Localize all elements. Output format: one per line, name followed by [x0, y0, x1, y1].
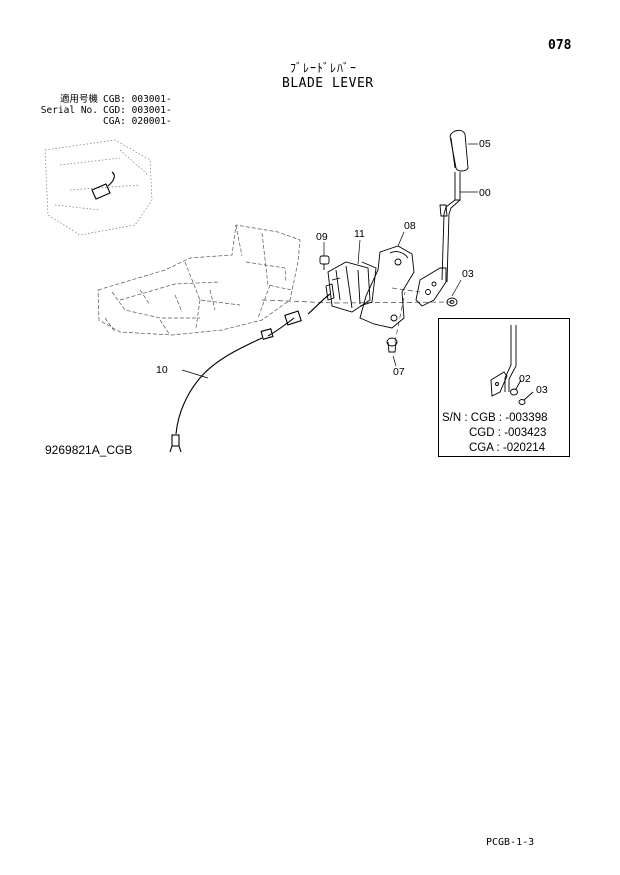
serial-inset-box [438, 318, 570, 457]
callout-05: 05 [479, 138, 491, 150]
inset-callout-03: 03 [536, 384, 548, 396]
callout-09: 09 [316, 231, 328, 243]
lever-bracket [415, 267, 447, 307]
callout-11: 11 [354, 228, 365, 240]
bolt-03 [446, 297, 458, 307]
wire-harness [169, 293, 331, 453]
inset-lever-drawing [490, 325, 534, 405]
callout-00: 00 [479, 187, 491, 199]
inset-serial: : -020214 [496, 442, 546, 454]
inset-model: CGD [469, 427, 495, 439]
serial-applicability-block: 適用号機 CGB: 003001- Serial No. CGD: 003001… [18, 94, 172, 127]
page-footer-code: PCGB-1-3 [486, 837, 535, 848]
page-number: 078 [548, 38, 572, 53]
alignment-lines [261, 287, 453, 343]
locator-lever-mark [91, 171, 115, 200]
inset-model: CGA [469, 442, 494, 454]
inset-sn-prefix: S/N : [442, 412, 468, 424]
lever-rod [439, 172, 461, 283]
serial-label-japanese: 適用号機 [59, 94, 98, 105]
inset-serial-row-cgd: CGD : -003423 [469, 426, 546, 441]
inset-serial-row-cgb: S/N : CGB : -003398 [442, 411, 548, 426]
serial-model: CGD: [103, 105, 126, 116]
mounting-plate [359, 245, 415, 329]
page-title: BLADE LEVER [282, 76, 374, 91]
title-japanese: ﾌﾞﾚｰﾄﾞﾚﾊﾞｰ [290, 61, 358, 75]
lever-knob [449, 129, 469, 172]
serial-model: CGA: [103, 116, 126, 127]
inset-callout-02: 02 [519, 373, 531, 385]
machine-frame-ghost [97, 224, 301, 336]
locator-sketch [44, 139, 153, 236]
switch-unit [325, 261, 377, 313]
screw-09 [319, 255, 330, 270]
serial-model: CGB: [103, 94, 126, 105]
inset-serial-row-cga: CGA : -020214 [469, 441, 545, 456]
inset-serial: : -003423 [497, 427, 547, 439]
serial-range: 003001- [131, 94, 172, 105]
serial-label-english: Serial No. [40, 105, 98, 116]
figure-code: 9269821A_CGB [45, 443, 133, 457]
screw-07 [386, 337, 398, 353]
callout-08: 08 [404, 220, 416, 232]
serial-range: 020001- [131, 116, 172, 127]
callout-03: 03 [462, 268, 474, 280]
leader-lines [181, 143, 478, 379]
inset-serial: : -003398 [498, 412, 548, 424]
serial-range: 003001- [131, 105, 172, 116]
callout-10: 10 [156, 364, 168, 376]
inset-model: CGB [470, 412, 496, 424]
callout-07: 07 [393, 366, 405, 378]
